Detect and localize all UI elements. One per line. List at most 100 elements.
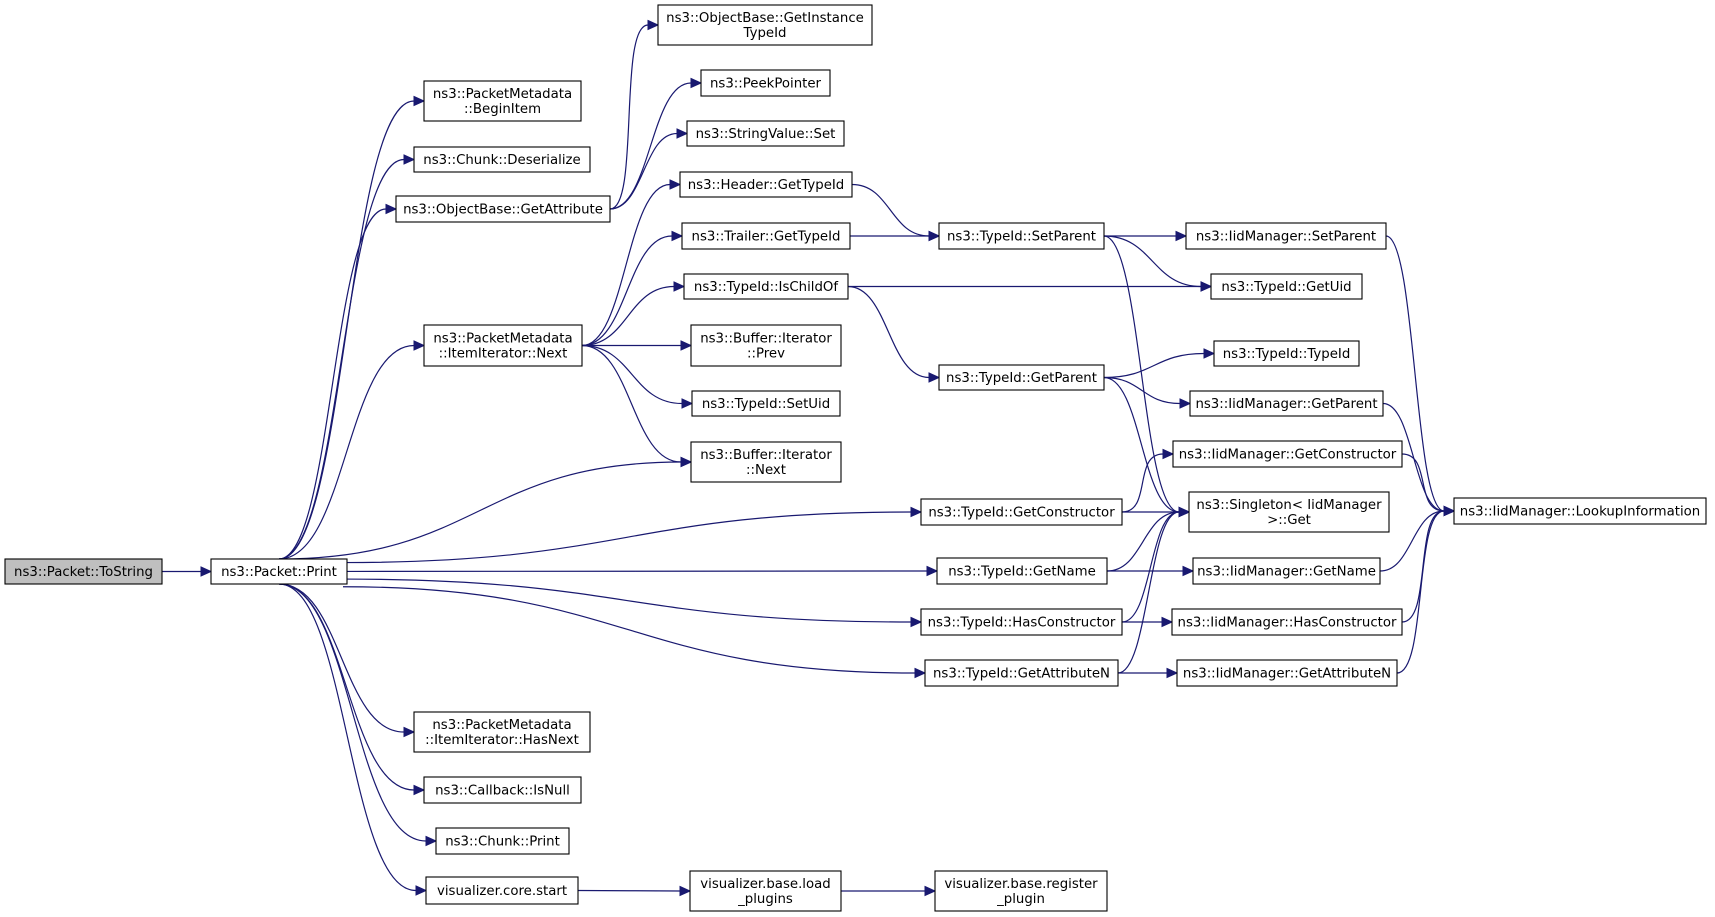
node-get-attribute[interactable]: ns3::ObjectBase::GetAttribute bbox=[395, 195, 611, 223]
edge-line bbox=[278, 344, 415, 560]
node-print[interactable]: ns3::Packet::Print bbox=[210, 558, 348, 585]
edge-line bbox=[847, 285, 930, 379]
edges-layer bbox=[162, 19, 1456, 897]
node-getparent[interactable]: ns3::TypeId::GetParent bbox=[938, 364, 1105, 391]
node-chunk-deserialize[interactable]: ns3::Chunk::Deserialize bbox=[413, 146, 591, 173]
node-label: ::Next bbox=[746, 463, 786, 478]
edge-arrowhead bbox=[1203, 348, 1216, 359]
edge-line bbox=[1103, 376, 1180, 513]
edge-arrowhead bbox=[1182, 565, 1195, 577]
node-callback-isnull[interactable]: ns3::Callback::IsNull bbox=[423, 776, 582, 804]
edge-print-to-callback_isnull bbox=[278, 583, 426, 796]
edge-line bbox=[581, 285, 675, 347]
edge-getattributen-to-iid_getattributen bbox=[1118, 667, 1179, 679]
edge-setparent-to-getuid bbox=[1103, 235, 1213, 292]
node-getuid[interactable]: ns3::TypeId::GetUid bbox=[1210, 273, 1363, 300]
node-chunk-print[interactable]: ns3::Chunk::Print bbox=[435, 827, 570, 855]
node-box bbox=[934, 870, 1108, 912]
node-has-next[interactable]: ns3::PacketMetadata::ItemIterator::HasNe… bbox=[413, 711, 591, 753]
edge-ischildof-to-getparent bbox=[847, 285, 941, 383]
node-iid-getattributen[interactable]: ns3::IidManager::GetAttributeN bbox=[1176, 659, 1398, 687]
node-iid-lookup[interactable]: ns3::IidManager::LookupInformation bbox=[1453, 497, 1707, 525]
node-box bbox=[395, 195, 611, 223]
node-label: visualizer.base.register bbox=[944, 877, 1098, 892]
edge-trailer_gettypeid-to-setparent bbox=[850, 230, 941, 242]
node-label: ns3::TypeId::SetUid bbox=[702, 397, 830, 412]
edge-line bbox=[278, 158, 405, 560]
edge-arrowhead bbox=[200, 566, 213, 577]
edge-hasconstructor-to-singleton_get bbox=[1121, 506, 1191, 623]
node-buffer-prev[interactable]: ns3::Buffer::Iterator::Prev bbox=[690, 324, 842, 367]
node-label: ns3::PacketMetadata bbox=[433, 87, 572, 102]
edge-ischildof-to-getuid bbox=[847, 281, 1213, 292]
node-iid-hasconstructor[interactable]: ns3::IidManager::HasConstructor bbox=[1171, 608, 1403, 636]
node-box bbox=[423, 80, 582, 122]
edge-item_next-to-buffer_prev bbox=[582, 340, 693, 351]
node-setparent[interactable]: ns3::TypeId::SetParent bbox=[938, 222, 1105, 250]
node-tostring[interactable]: ns3::Packet::ToString bbox=[4, 558, 163, 585]
node-label: ::Prev bbox=[747, 347, 785, 362]
node-iid-getparent[interactable]: ns3::IidManager::GetParent bbox=[1189, 390, 1384, 417]
node-getname[interactable]: ns3::TypeId::GetName bbox=[936, 557, 1108, 585]
node-label: ns3::ObjectBase::GetInstance bbox=[666, 11, 864, 26]
edge-print-to-has_next bbox=[278, 583, 416, 738]
node-label: ::BeginItem bbox=[464, 102, 541, 117]
edge-arrowhead bbox=[690, 77, 703, 89]
node-typeid-typeid[interactable]: ns3::TypeId::TypeId bbox=[1213, 340, 1360, 367]
edge-getname-to-iid_getname bbox=[1106, 565, 1195, 577]
edge-viz_load-to-viz_register bbox=[840, 885, 937, 897]
node-header-gettypeid[interactable]: ns3::Header::GetTypeId bbox=[679, 171, 853, 198]
node-box bbox=[423, 324, 583, 367]
edge-print-to-getname bbox=[342, 565, 939, 577]
node-iid-getconstructor[interactable]: ns3::IidManager::GetConstructor bbox=[1172, 440, 1403, 468]
node-viz-register[interactable]: visualizer.base.register_plugin bbox=[934, 870, 1108, 912]
node-label: >::Get bbox=[1267, 513, 1311, 528]
node-begin-item[interactable]: ns3::PacketMetadata::BeginItem bbox=[423, 80, 582, 122]
node-label: ns3::StringValue::Set bbox=[696, 127, 836, 142]
node-label: ns3::Buffer::Iterator bbox=[700, 332, 832, 347]
node-label: _plugins bbox=[737, 892, 793, 907]
edge-arrowhead bbox=[413, 340, 426, 351]
node-getconstructor[interactable]: ns3::TypeId::GetConstructor bbox=[920, 498, 1123, 526]
node-label: _plugin bbox=[996, 892, 1045, 907]
node-label: ns3::Header::GetTypeId bbox=[688, 178, 845, 193]
node-trailer-gettypeid[interactable]: ns3::Trailer::GetTypeId bbox=[681, 222, 851, 250]
node-box bbox=[1453, 497, 1707, 525]
edge-get_attribute-to-get_instance_typeid bbox=[609, 19, 660, 210]
node-label: ns3::Singleton< IidManager bbox=[1196, 498, 1382, 513]
node-getattributen[interactable]: ns3::TypeId::GetAttributeN bbox=[924, 659, 1119, 687]
node-buffer-next[interactable]: ns3::Buffer::Iterator::Next bbox=[690, 441, 842, 483]
node-setuid[interactable]: ns3::TypeId::SetUid bbox=[691, 390, 841, 417]
edge-item_next-to-setuid bbox=[581, 344, 694, 409]
node-box bbox=[1172, 440, 1403, 468]
edge-arrowhead bbox=[1166, 667, 1179, 679]
node-box bbox=[435, 827, 570, 855]
node-peek-pointer[interactable]: ns3::PeekPointer bbox=[700, 69, 831, 97]
node-viz-load[interactable]: visualizer.base.load_plugins bbox=[689, 870, 842, 912]
edge-setparent-to-singleton_get bbox=[1103, 235, 1191, 518]
edge-line bbox=[278, 583, 415, 791]
edge-arrowhead bbox=[928, 372, 941, 383]
node-singleton-get[interactable]: ns3::Singleton< IidManager>::Get bbox=[1188, 491, 1390, 533]
node-stringvalue-set[interactable]: ns3::StringValue::Set bbox=[686, 120, 845, 147]
node-iid-getname[interactable]: ns3::IidManager::GetName bbox=[1192, 557, 1381, 585]
node-label: ns3::IidManager::GetParent bbox=[1195, 397, 1377, 412]
node-box bbox=[700, 69, 831, 97]
node-box bbox=[413, 146, 591, 173]
edge-tostring-to-print bbox=[162, 566, 213, 577]
node-viz-start[interactable]: visualizer.core.start bbox=[425, 876, 579, 905]
node-item-next[interactable]: ns3::PacketMetadata::ItemIterator::Next bbox=[423, 324, 583, 367]
node-ischildof[interactable]: ns3::TypeId::IsChildOf bbox=[683, 273, 849, 300]
edge-print-to-hasconstructor bbox=[342, 578, 923, 628]
edge-arrowhead bbox=[926, 565, 939, 577]
node-label: ns3::TypeId::IsChildOf bbox=[694, 280, 838, 295]
edge-line bbox=[1382, 402, 1445, 512]
edge-arrowhead bbox=[415, 885, 428, 896]
node-hasconstructor[interactable]: ns3::TypeId::HasConstructor bbox=[920, 608, 1123, 636]
node-iid-setparent[interactable]: ns3::IidManager::SetParent bbox=[1185, 222, 1387, 250]
edge-line bbox=[278, 583, 427, 842]
node-box bbox=[425, 876, 579, 905]
node-box bbox=[689, 870, 842, 912]
